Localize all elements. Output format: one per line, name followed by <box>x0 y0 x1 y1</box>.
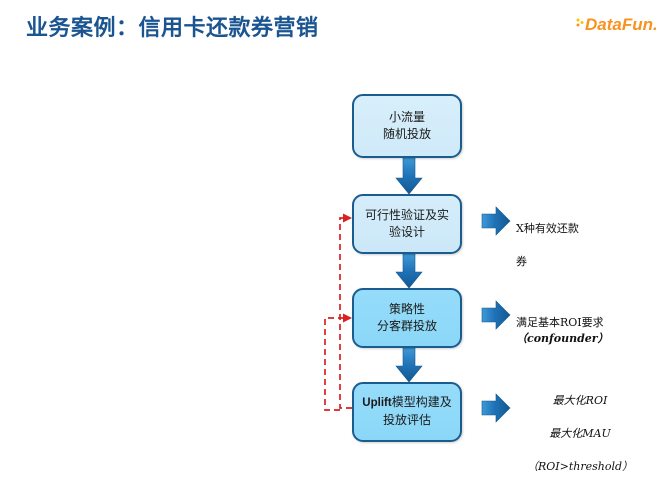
flow-node-2-label: 可行性验证及实 验设计 <box>359 207 455 242</box>
output-arrow-3-icon <box>481 393 511 423</box>
flow-node-4-line-1: 模型构建及 <box>391 395 452 410</box>
output-label-3: 最大化ROI 最大化MAU （ROI>threshold） <box>508 376 652 492</box>
connector-node2-to-node3 <box>395 253 423 289</box>
svg-text:DataFun.: DataFun. <box>585 15 656 34</box>
logo-dots-icon <box>576 18 584 27</box>
output-label-2: 满足基本ROI要求 （confounder） <box>516 298 652 364</box>
output-label-1: X种有效还款 券 <box>516 204 646 270</box>
output-label-2-line-1: 满足基本ROI要求 <box>516 315 604 329</box>
feedback-loop-node4-to-node2 <box>339 213 352 409</box>
output-arrow-1-icon <box>481 206 511 236</box>
flow-node-2-line-1: 可行性验证及实 <box>364 207 449 222</box>
flow-node-1-line-2: 随机投放 <box>382 127 431 141</box>
connector-node3-to-node4 <box>395 347 423 383</box>
flow-node-3-line-2: 分客群投放 <box>376 319 437 333</box>
feedback-loop-node4-to-node3 <box>324 313 352 411</box>
flowchart-connectors <box>324 157 511 423</box>
flow-node-4-latin: Uplift <box>362 397 392 410</box>
connector-node1-to-node2 <box>395 157 423 195</box>
output-label-2-sub: （confounder） <box>516 332 609 345</box>
page-title: 业务案例：信用卡还款券营销 <box>26 15 319 40</box>
flow-node-2-line-2: 验设计 <box>388 225 425 239</box>
output-label-3-line-3: （ROI>threshold） <box>526 459 634 473</box>
flow-node-4-label: Uplift模型构建及 投放评估 <box>356 394 457 429</box>
output-label-1-line-1: X种有效还款 <box>516 221 579 235</box>
flowchart: 小流量 随机投放 可行性验证及实 验设计 策略性 分客群投放 Uplift模型构… <box>324 94 652 473</box>
flow-node-3-label: 策略性 分客群投放 <box>371 301 443 336</box>
flow-node-1-label: 小流量 随机投放 <box>377 109 437 144</box>
output-arrow-2-icon <box>481 300 511 330</box>
output-label-3-line-2: 最大化MAU <box>549 426 611 440</box>
flow-node-small-traffic[interactable]: 小流量 随机投放 <box>352 94 462 158</box>
flow-node-4-line-2: 投放评估 <box>382 413 431 428</box>
output-label-1-line-2: 券 <box>516 254 527 268</box>
datafun-logo: DataFun. <box>574 13 656 35</box>
flow-node-feasibility[interactable]: 可行性验证及实 验设计 <box>352 194 462 254</box>
flow-node-uplift-model[interactable]: Uplift模型构建及 投放评估 <box>352 382 462 442</box>
flow-node-strategy[interactable]: 策略性 分客群投放 <box>352 288 462 348</box>
output-label-3-line-1: 最大化ROI <box>552 393 608 407</box>
flow-node-1-line-1: 小流量 <box>388 109 425 124</box>
flow-node-3-line-1: 策略性 <box>388 301 425 316</box>
